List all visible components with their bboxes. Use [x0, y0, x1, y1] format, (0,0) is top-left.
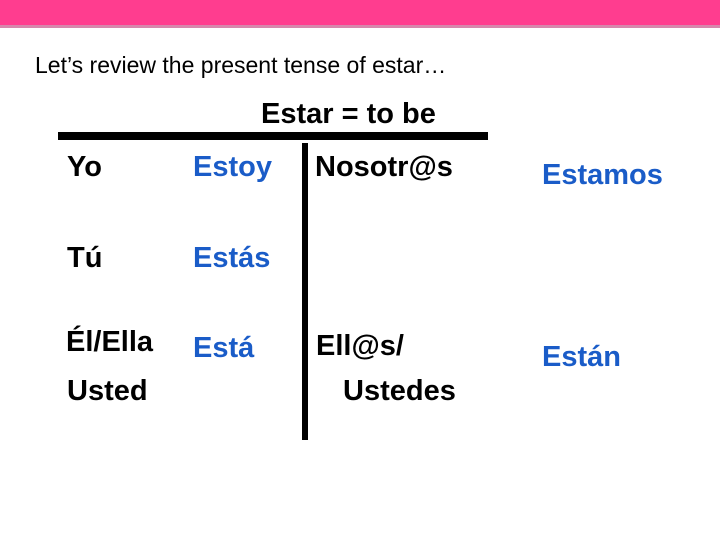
top-accent-bar	[0, 0, 720, 28]
verb-form-estan: Están	[542, 341, 621, 373]
pronoun-ustedes: Ustedes	[343, 375, 456, 407]
verb-form-estoy: Estoy	[193, 151, 272, 183]
pronoun-nosotros: Nosotr@s	[315, 151, 453, 183]
verb-form-estas: Estás	[193, 242, 271, 274]
pronoun-usted: Usted	[67, 375, 148, 407]
title-underline	[58, 132, 488, 140]
pronoun-ellos: Ell@s/	[316, 330, 404, 362]
slide-title: Estar = to be	[261, 98, 436, 130]
pronoun-yo: Yo	[67, 151, 102, 183]
pronoun-el-ella: Él/Ella	[66, 326, 154, 358]
intro-text: Let’s review the present tense of estar…	[35, 52, 447, 78]
chart-divider-line	[302, 143, 308, 440]
verb-form-estamos: Estamos	[542, 159, 663, 191]
verb-form-esta: Está	[193, 332, 255, 364]
pronoun-tu: Tú	[67, 242, 103, 274]
